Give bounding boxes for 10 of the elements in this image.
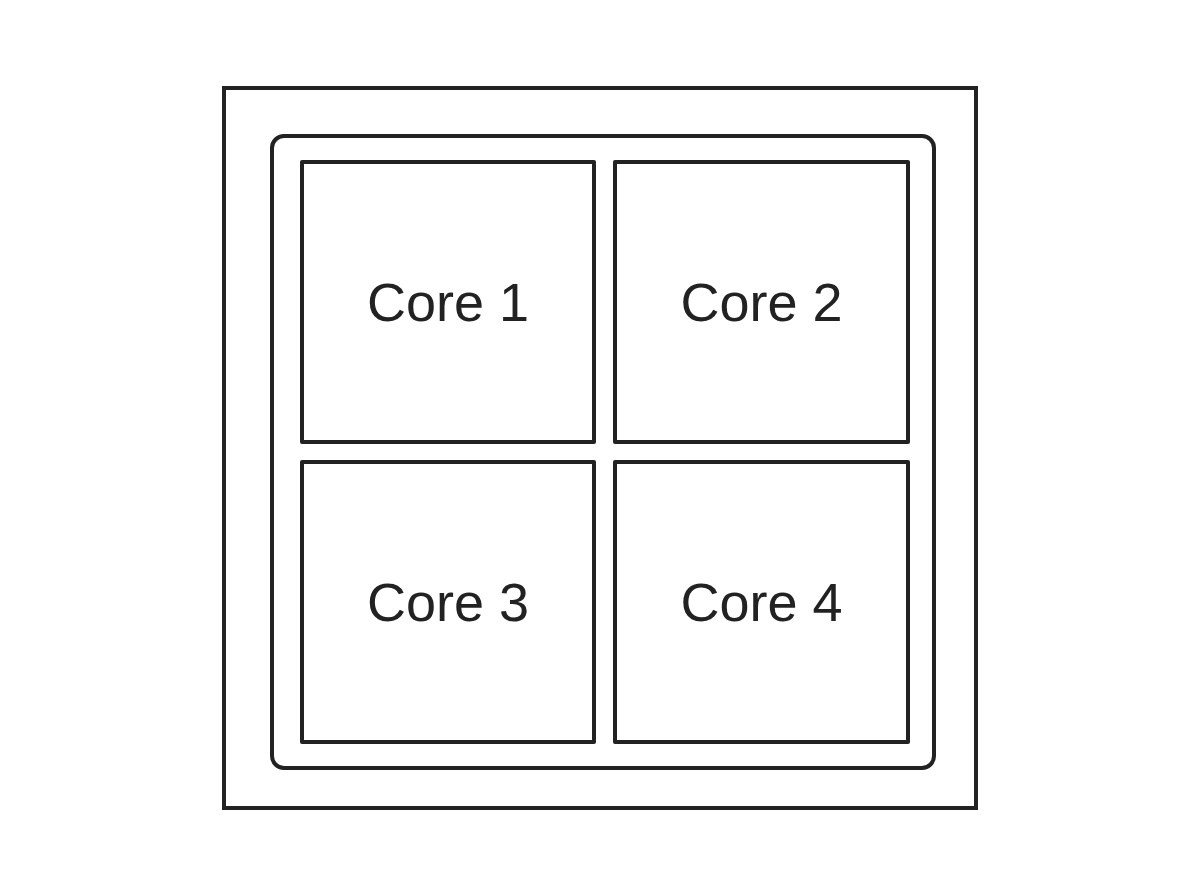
core-box <box>300 460 596 744</box>
die-outline <box>270 134 936 770</box>
core-label: Core 2 <box>680 271 843 333</box>
core-box <box>613 160 910 444</box>
core-label: Core 3 <box>366 571 530 633</box>
core-label: Core 1 <box>366 271 530 333</box>
core-label: Core 4 <box>680 571 843 633</box>
package-outline <box>222 86 978 810</box>
core-box <box>300 160 596 444</box>
core-box <box>613 460 910 744</box>
